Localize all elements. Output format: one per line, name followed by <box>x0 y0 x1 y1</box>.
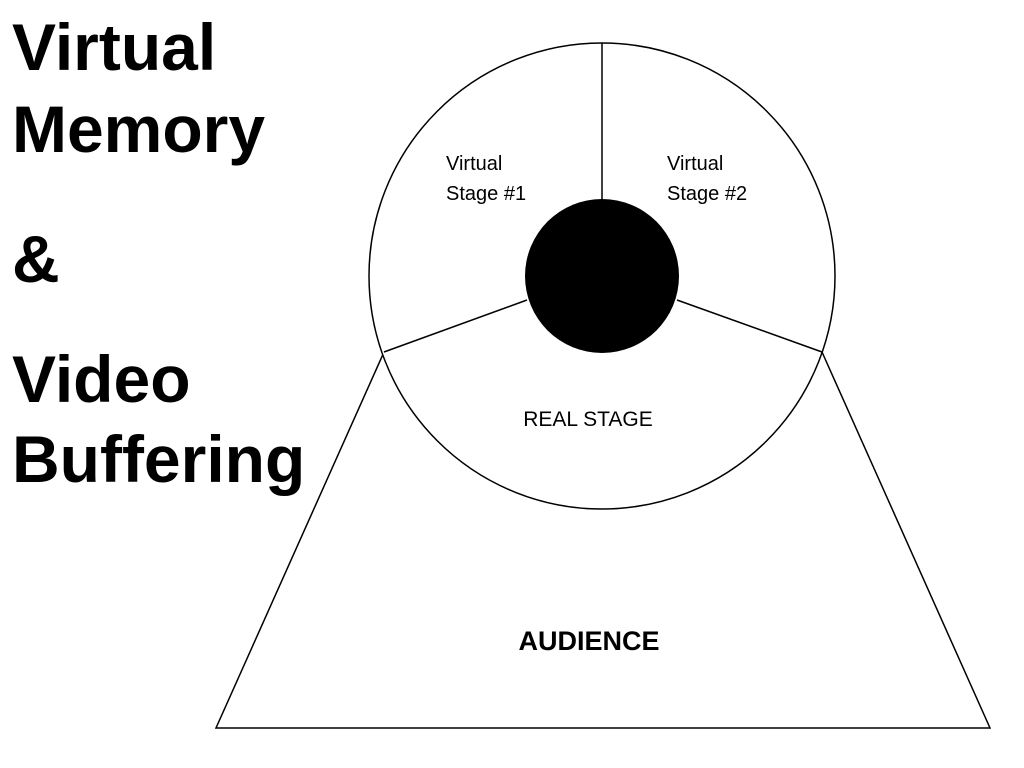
virtual-stage-1-label-line1: Virtual <box>446 153 502 175</box>
divider-right <box>676 299 823 353</box>
virtual-stage-2-label-line1: Virtual <box>667 153 723 175</box>
title-line-memory: Memory <box>12 92 266 166</box>
title-line-buffering: Buffering <box>12 422 306 496</box>
virtual-stage-2-label-line2: Stage #2 <box>667 183 747 205</box>
title-line-video: Video <box>12 342 191 416</box>
title-line-ampersand: & <box>12 222 60 296</box>
center-hub <box>525 199 679 353</box>
real-stage-label: REAL STAGE <box>523 408 653 431</box>
divider-left <box>383 299 528 353</box>
virtual-stage-1-label-line2: Stage #1 <box>446 183 526 205</box>
title-line-virtual: Virtual <box>12 10 217 84</box>
audience-label: AUDIENCE <box>518 626 659 656</box>
